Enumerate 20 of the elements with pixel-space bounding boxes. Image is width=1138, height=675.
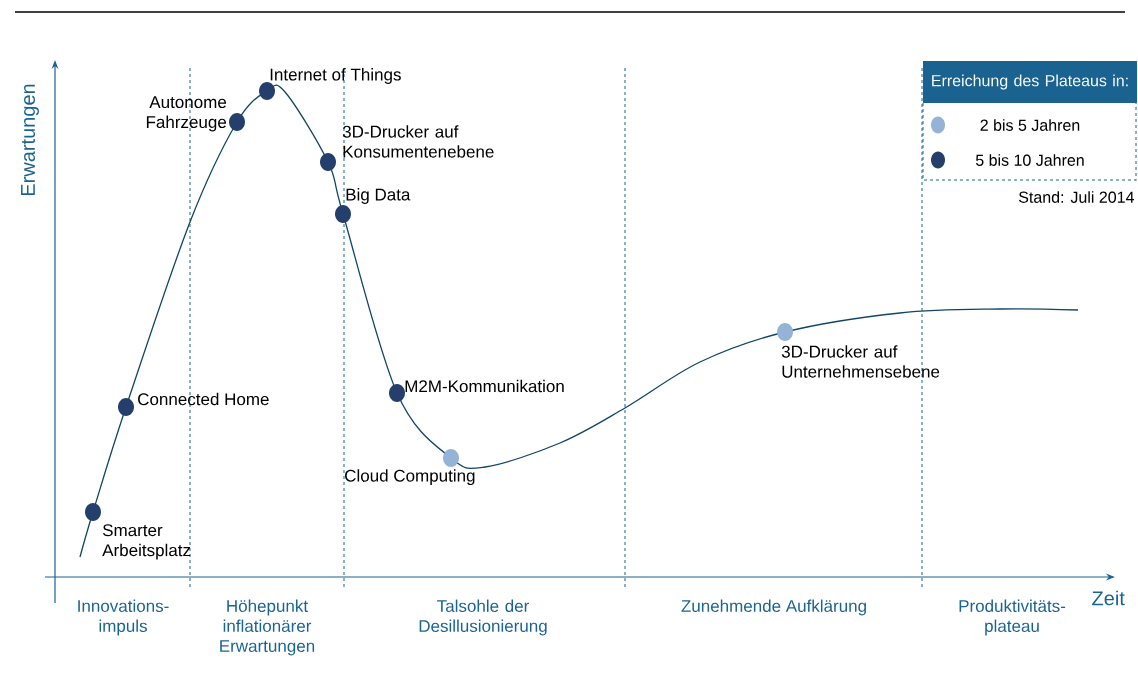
technology-label: M2M-Kommunikation: [405, 379, 564, 393]
date-note: Stand: Juli 2014: [1018, 191, 1134, 203]
technology-label: 3D-Drucker auf Konsumentenebene: [342, 125, 494, 158]
axis-title: Zeit: [1092, 590, 1125, 606]
technology-label: Big Data: [346, 188, 411, 204]
legend-header: Erreichung des Plateaus in:: [923, 61, 1137, 103]
phase-label: Höhepunkt inflationärer Erwartungen: [220, 599, 315, 656]
axis-title: Erwartungen: [21, 84, 39, 196]
technology-label: Cloud Computing: [345, 469, 475, 486]
phase-label: Talsohle der Desillusionierung: [419, 599, 547, 636]
technology-label: Connected Home: [138, 392, 269, 406]
technology-label: Internet of Things: [270, 68, 401, 84]
technology-label: 3D-Drucker auf Unternehmensebene: [781, 345, 940, 378]
technology-label: Smarter Arbeitsplatz: [102, 524, 191, 560]
legend-label: 2 bis 5 Jahren: [980, 119, 1080, 131]
legend-label: 5 bis 10 Jahren: [975, 154, 1084, 166]
phase-label: Innovations- impuls: [78, 599, 169, 636]
technology-label: Autonome Fahrzeuge: [146, 96, 227, 132]
phase-label: Zunehmende Aufklärung: [681, 599, 866, 616]
phase-label: Produktivitäts- plateau: [959, 599, 1066, 636]
